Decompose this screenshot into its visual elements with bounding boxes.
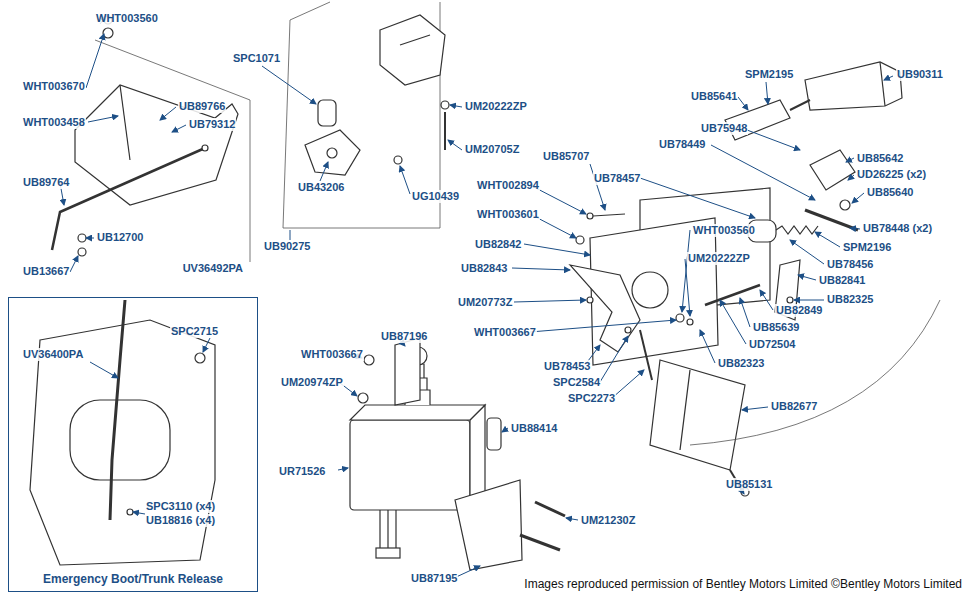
part-number: UR71526 bbox=[278, 465, 326, 478]
part-number: UD26225 (x2) bbox=[856, 168, 927, 181]
part-number: UB90275 bbox=[263, 240, 311, 253]
part-number: UB78449 bbox=[658, 138, 706, 151]
part-number: UB82325 bbox=[826, 293, 874, 306]
part-number: SPC2715 bbox=[170, 325, 219, 338]
part-number: UB79312 bbox=[188, 118, 236, 131]
part-number: UM20974ZP bbox=[280, 376, 344, 389]
part-number: UV36400PA bbox=[22, 348, 84, 361]
part-number: UB82842 bbox=[474, 238, 522, 251]
part-number: WHT003601 bbox=[476, 208, 540, 221]
part-number: UB78448 (x2) bbox=[862, 222, 933, 235]
part-number: UM20222ZP bbox=[687, 252, 751, 265]
box-title: Emergency Boot/Trunk Release bbox=[8, 572, 258, 586]
part-number: UM20773Z bbox=[457, 296, 513, 309]
part-number: WHT003560 bbox=[692, 224, 756, 237]
part-number: UB43206 bbox=[297, 181, 345, 194]
part-number: SPC2584 bbox=[552, 376, 601, 389]
part-number: UB18816 (x4) bbox=[145, 514, 216, 527]
part-number: WHT003667 bbox=[300, 348, 364, 361]
part-number: UB85641 bbox=[690, 90, 738, 103]
part-number: UB12700 bbox=[96, 231, 144, 244]
part-number: UB82323 bbox=[717, 357, 765, 370]
part-number: UG10439 bbox=[411, 190, 460, 203]
part-number: WHT003560 bbox=[95, 12, 159, 25]
part-number: SPC3110 (x4) bbox=[145, 500, 216, 513]
part-number: UB75948 bbox=[700, 122, 748, 135]
part-number: WHT003667 bbox=[473, 326, 537, 339]
part-number: UB78453 bbox=[543, 360, 591, 373]
part-number: UB90311 bbox=[896, 68, 944, 81]
part-number: UB85642 bbox=[856, 152, 904, 165]
part-number: UB13667 bbox=[22, 265, 70, 278]
box-frame bbox=[8, 297, 258, 592]
part-number: WHT003670 bbox=[22, 80, 86, 93]
part-number: SPM2196 bbox=[842, 241, 892, 254]
copyright-note: Images reproduced permission of Bentley … bbox=[524, 577, 962, 591]
part-number: UB78457 bbox=[593, 172, 641, 185]
part-number: UB82849 bbox=[775, 304, 823, 317]
part-number: SPC2273 bbox=[567, 392, 616, 405]
part-number: UM21230Z bbox=[580, 514, 636, 527]
part-number: UB82677 bbox=[770, 400, 818, 413]
part-number: UB85131 bbox=[725, 478, 773, 491]
part-number: UB89764 bbox=[22, 176, 70, 189]
part-number: UD72504 bbox=[748, 338, 796, 351]
part-number: SPC1071 bbox=[232, 52, 281, 65]
assembly-box: UV36492PA Emergency Boot/Trunk Release bbox=[8, 262, 258, 592]
part-number: UB82843 bbox=[460, 262, 508, 275]
part-number: WHT002894 bbox=[476, 179, 540, 192]
part-number: UB82841 bbox=[818, 274, 866, 287]
part-number: UM20222ZP bbox=[464, 100, 528, 113]
part-number: WHT003458 bbox=[22, 116, 86, 129]
part-number: UB85640 bbox=[866, 186, 914, 199]
part-number: UB85707 bbox=[542, 150, 590, 163]
assembly-number: UV36492PA bbox=[182, 262, 244, 275]
part-number: UB87196 bbox=[380, 330, 428, 343]
part-number: UB89766 bbox=[178, 100, 226, 113]
part-number: SPM2195 bbox=[744, 68, 794, 81]
part-number: UB88414 bbox=[510, 422, 558, 435]
part-number: UB85639 bbox=[752, 321, 800, 334]
part-number: UB87195 bbox=[410, 572, 458, 585]
part-number: UB78456 bbox=[826, 258, 874, 271]
part-number: UM20705Z bbox=[464, 143, 520, 156]
